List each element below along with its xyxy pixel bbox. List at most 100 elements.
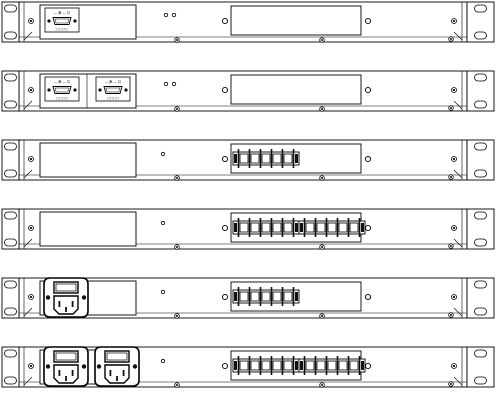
terminal-divider — [292, 356, 295, 375]
db9-connector-inner — [54, 87, 70, 93]
indicator-group — [163, 81, 177, 87]
rack-ear-slot-top — [4, 4, 17, 13]
screw — [448, 312, 454, 318]
screw — [451, 18, 457, 24]
terminal-screw — [327, 360, 337, 371]
screw-center — [29, 295, 33, 299]
rack-ear-slot-bottom — [4, 169, 17, 178]
screw-center — [320, 176, 324, 180]
terminal-block-end-right — [361, 223, 364, 232]
right-plate-screw-left — [221, 86, 229, 94]
power-inlet — [94, 346, 140, 387]
screw — [174, 37, 180, 43]
iec-pin-right — [71, 370, 74, 376]
terminal-screw — [338, 222, 348, 233]
terminal-divider — [259, 218, 262, 237]
rack-panel: — 串 — 口□□□□ — [1, 1, 495, 43]
screw-center — [452, 226, 456, 230]
iec-socket — [53, 295, 79, 315]
terminal-divider — [303, 218, 306, 237]
screw-center — [449, 37, 453, 41]
rack-ear-slot-bottom — [474, 169, 487, 178]
screw — [28, 18, 34, 24]
rack-ear-gusset — [23, 31, 33, 41]
terminal-screw — [327, 222, 337, 233]
screw-center — [320, 38, 324, 42]
iec-pin-ground — [65, 307, 67, 312]
rack-ear-right — [453, 139, 495, 181]
screw — [319, 244, 325, 250]
screw — [174, 175, 180, 181]
terminal-divider — [281, 149, 284, 168]
iec-pin-left — [58, 370, 61, 376]
indicator-group — [160, 220, 166, 226]
right-plate-screw-right — [364, 362, 372, 370]
terminal-divider — [358, 356, 361, 375]
screw — [28, 156, 34, 162]
terminal-block — [298, 218, 366, 237]
screw — [448, 174, 454, 180]
rack-ear-slot-top — [4, 280, 17, 289]
terminal-screw — [349, 222, 359, 233]
rack-ear-slot-top — [474, 211, 487, 220]
terminal-screw — [316, 222, 326, 233]
screw — [451, 87, 457, 93]
rack-ear-right — [453, 208, 495, 250]
left-module-plate — [39, 277, 137, 318]
right-plate-outline — [230, 74, 362, 105]
right-plate-screw-right — [364, 224, 372, 232]
power-switch-rocker — [106, 352, 128, 361]
rack-panel — [1, 277, 495, 319]
led-indicator — [160, 289, 166, 295]
led-indicator — [160, 151, 166, 157]
terminal-block-end-right — [295, 361, 298, 370]
terminal-divider — [248, 356, 251, 375]
terminal-screw — [283, 153, 293, 164]
serial-port-top-label: — 串 — 口 — [54, 10, 70, 15]
screw — [448, 381, 454, 387]
terminal-block — [232, 218, 300, 237]
terminal-screw — [272, 153, 282, 164]
power-inlet-mount-left — [96, 364, 102, 369]
right-plate-screw-right — [364, 293, 372, 301]
right-module-plate — [221, 212, 372, 243]
terminal-screw — [283, 360, 293, 371]
terminal-screw — [272, 222, 282, 233]
rack-ear-right — [453, 1, 495, 43]
rack-ear-gusset — [23, 169, 33, 179]
rack-panel: — 串 — 口□□□□— 串 — 口□□□□ — [1, 70, 495, 112]
terminal-screw — [250, 153, 260, 164]
indicator-group — [160, 151, 166, 157]
terminal-divider — [303, 356, 306, 375]
led-indicator — [171, 12, 177, 18]
indicator-group — [160, 358, 166, 364]
terminal-divider — [248, 218, 251, 237]
right-module-plate — [221, 5, 372, 36]
terminal-divider — [336, 218, 339, 237]
terminal-divider — [314, 218, 317, 237]
right-plate-screw-left — [221, 155, 229, 163]
terminal-screw — [239, 360, 249, 371]
terminal-block-end-left — [234, 154, 237, 163]
left-plate-outline — [39, 211, 137, 247]
screw-center — [452, 88, 456, 92]
serial-port-top-label: — 串 — 口 — [105, 79, 121, 84]
serial-port-bottom-label: □□□□ — [56, 96, 68, 100]
screw-center — [320, 314, 324, 318]
serial-port: — 串 — 口□□□□ — [44, 7, 80, 33]
left-module-plate: — 串 — 口□□□□— 串 — 口□□□□ — [39, 73, 137, 109]
screw — [448, 36, 454, 42]
screw-center — [175, 107, 179, 111]
iec-pin-ground — [116, 376, 118, 381]
terminal-screw — [338, 360, 348, 371]
rack-ear-slot-top — [474, 349, 487, 358]
rack-ear-right — [453, 346, 495, 388]
terminal-screw — [261, 291, 271, 302]
terminal-divider — [281, 287, 284, 306]
serial-port-bottom-label: □□□□ — [107, 96, 119, 100]
terminal-block — [232, 149, 300, 168]
terminal-screw — [283, 291, 293, 302]
terminal-divider — [325, 218, 328, 237]
serial-port-screw-right — [73, 88, 77, 92]
